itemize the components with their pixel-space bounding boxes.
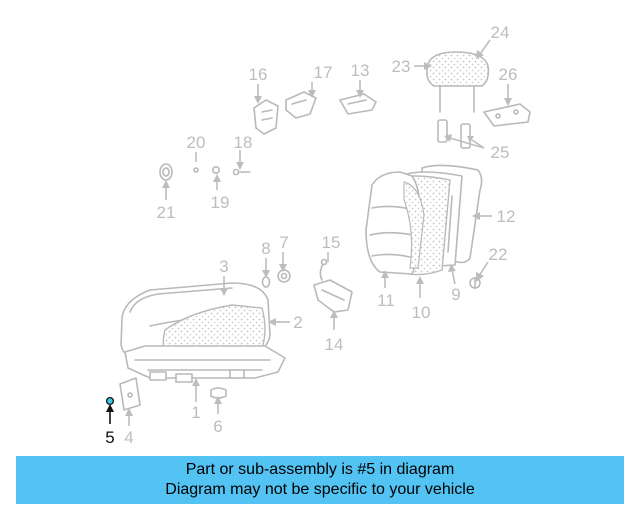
callout-8: 8	[261, 239, 270, 258]
trim-17	[285, 91, 317, 119]
banner-line-part: Part or sub-assembly is #5 in diagram	[185, 461, 455, 478]
screw-18	[232, 168, 251, 176]
callout-12: 12	[497, 207, 516, 226]
callout-18: 18	[234, 133, 253, 152]
callout-2: 2	[293, 313, 302, 332]
leader-lines	[106, 39, 512, 426]
clip-20	[193, 167, 199, 173]
seatback	[365, 164, 483, 276]
side-shield	[119, 377, 141, 411]
callout-24: 24	[491, 23, 510, 42]
callout-11: 11	[377, 291, 395, 310]
callout-26: 26	[499, 65, 518, 84]
callout-15: 15	[322, 233, 341, 252]
callout-17: 17	[314, 63, 333, 82]
callout-5: 5	[105, 428, 114, 447]
callout-7: 7	[279, 233, 288, 252]
belt-buckle	[313, 258, 353, 313]
callout-numbers: 1 2 3 4 5 6 7 8 9 10 11 12 13 14 15 16 1…	[105, 23, 517, 447]
headrest	[426, 51, 490, 113]
callout-20: 20	[187, 133, 206, 152]
callout-25: 25	[491, 143, 510, 162]
banner-line-disclaimer: Diagram may not be specific to your vehi…	[165, 481, 475, 498]
parts-diagram: 1 2 3 4 5 6 7 8 9 10 11 12 13 14 15 16 1…	[105, 23, 531, 447]
grommet-21	[159, 163, 173, 181]
bracket-26	[483, 103, 531, 127]
callout-22: 22	[489, 245, 508, 264]
callout-6: 6	[213, 417, 222, 436]
clip-6	[210, 387, 227, 399]
callout-9: 9	[451, 285, 460, 304]
callout-13: 13	[351, 61, 370, 80]
callout-14: 14	[325, 335, 344, 354]
seat-frame	[124, 345, 286, 383]
highlighted-part-5	[105, 396, 115, 406]
callout-1: 1	[191, 403, 200, 422]
bolt-8	[261, 276, 271, 288]
callout-3: 3	[219, 257, 228, 276]
callout-16: 16	[249, 65, 268, 84]
trim-16	[253, 99, 279, 135]
callout-23: 23	[392, 57, 411, 76]
clip-7	[277, 269, 291, 283]
trim-13	[339, 93, 377, 115]
headrest-guides	[437, 119, 471, 149]
info-banner: Part or sub-assembly is #5 in diagram Di…	[16, 456, 624, 504]
callout-4: 4	[124, 428, 133, 447]
callout-19: 19	[211, 193, 230, 212]
callout-10: 10	[412, 303, 431, 322]
callout-21: 21	[157, 203, 176, 222]
screw-19	[212, 166, 221, 175]
